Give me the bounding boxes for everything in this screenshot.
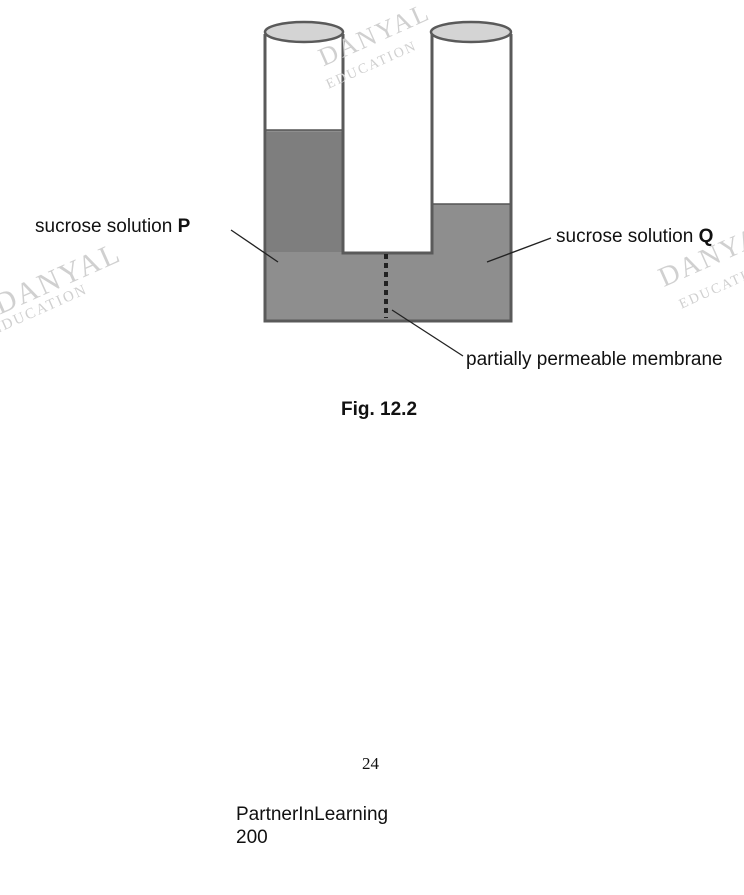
figure-caption: Fig. 12.2 [341,399,418,420]
solution-p-shade [267,132,343,252]
leader-line-q [486,237,552,263]
label-letter-q: Q [698,226,714,247]
label-membrane: partially permeable membrane [466,349,723,370]
right-tube-rim [429,20,513,44]
label-sucrose-p: sucrose solution P [35,216,190,238]
label-sucrose-q: sucrose solution Q [556,226,713,248]
leader-line-p [230,229,279,263]
label-sucrose-p-text: sucrose solution [35,216,178,237]
footer-line-1: PartnerInLearning [236,804,389,825]
left-tube-rim [263,20,345,44]
footer-line-2: 200 [236,827,268,848]
label-letter-p: P [177,216,191,237]
page-number: 24 [362,754,379,773]
leader-line-membrane [391,309,464,357]
label-sucrose-q-text: sucrose solution [556,226,699,247]
u-tube-outline [263,34,513,323]
footer-text: PartnerInLearning 200 [236,803,388,849]
solution-q-fill [432,204,511,320]
